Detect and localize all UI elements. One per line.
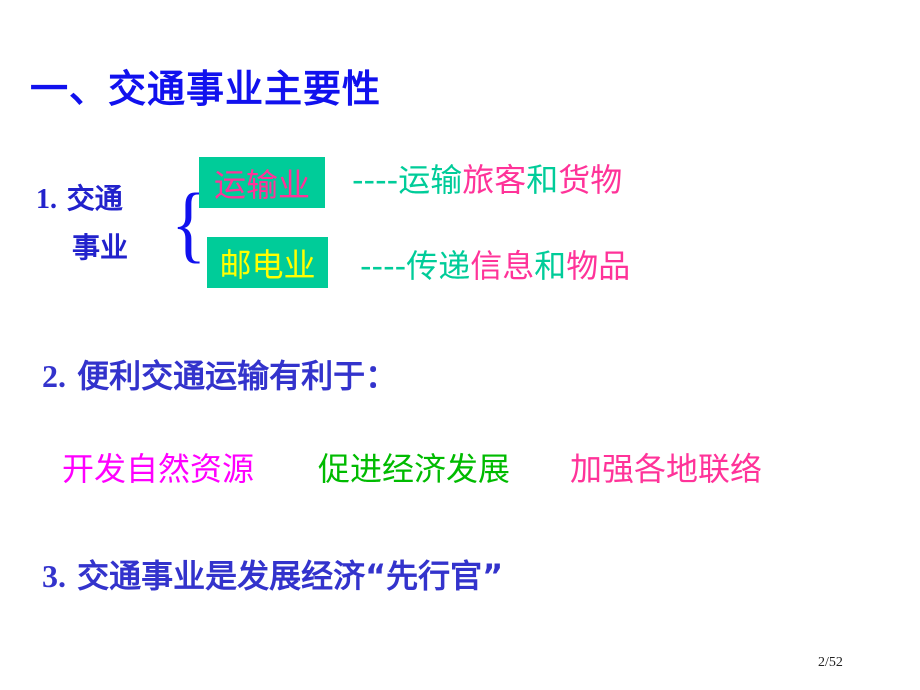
section1-label-line1: 交通	[66, 182, 123, 215]
desc-part: 货物	[558, 161, 623, 199]
section1-number: 1.	[36, 184, 57, 215]
post-telecom-description: ----传递信息和物品	[360, 250, 630, 282]
post-telecom-box: 邮电业	[207, 237, 328, 288]
section1-label: 1. 交通 事业	[36, 175, 128, 272]
desc-part: 传递	[406, 247, 471, 285]
desc-part: 旅客	[462, 161, 527, 199]
desc-part: 信息	[470, 247, 535, 285]
desc-dashes: ----	[360, 247, 407, 285]
section2-text: 便利交通运输有利于：	[77, 357, 398, 395]
section3-heading: 3. 交通事业是发展经济“先行官”	[42, 560, 503, 592]
desc-part: 和	[526, 161, 559, 199]
transport-industry-label: 运输业	[213, 165, 310, 204]
desc-part: 运输	[398, 161, 463, 199]
slide-title: 一、交通事业主要性	[30, 67, 382, 111]
benefit-item: 开发自然资源	[62, 450, 255, 488]
section2-number: 2.	[42, 358, 66, 394]
page-number: 2/52	[818, 655, 843, 670]
section3-number: 3.	[42, 558, 66, 594]
section3-text: 交通事业是发展经济“先行官”	[77, 557, 504, 595]
post-telecom-label: 邮电业	[219, 245, 316, 284]
transport-description: ----运输旅客和货物	[352, 164, 622, 196]
section1-label-line2: 事业	[72, 231, 129, 264]
transport-industry-box: 运输业	[199, 157, 325, 208]
section2-heading: 2. 便利交通运输有利于：	[42, 360, 397, 392]
desc-part: 物品	[566, 247, 631, 285]
benefit-item: 加强各地联络	[570, 450, 763, 488]
desc-part: 和	[534, 247, 567, 285]
desc-dashes: ----	[352, 161, 399, 199]
benefit-item: 促进经济发展	[318, 450, 511, 488]
